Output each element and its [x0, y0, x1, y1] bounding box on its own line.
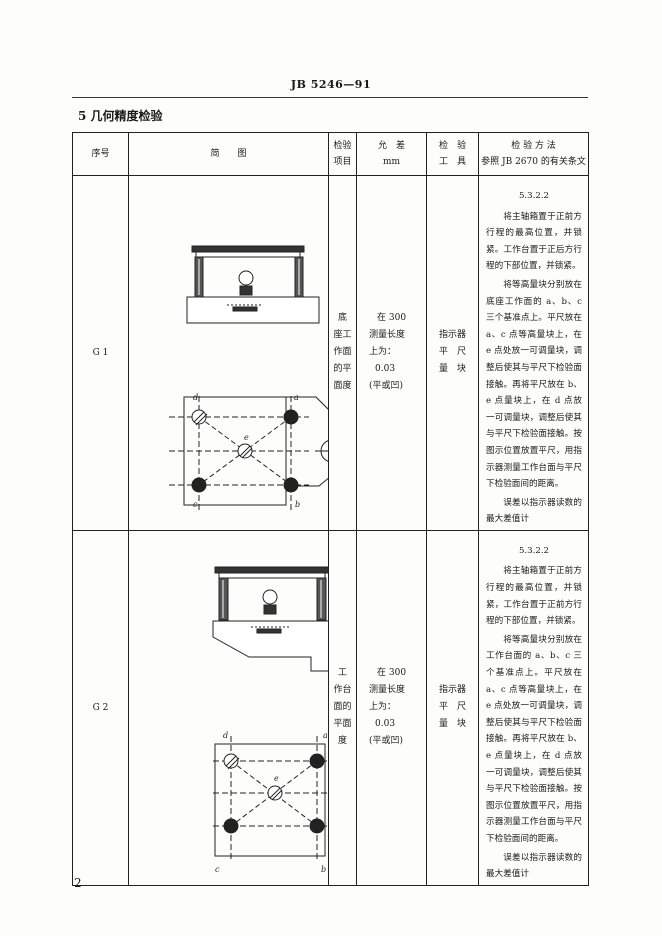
- tolerance-line: 0.03: [375, 364, 396, 375]
- item-line: 座工: [333, 330, 352, 341]
- row-seq: G 2: [72, 529, 129, 886]
- tolerance-line: 测量长度: [369, 330, 406, 341]
- header-diagram: 简 图: [128, 132, 329, 176]
- header-method-line2: 参照 JB 2670 的有关条文: [481, 157, 586, 167]
- row-item: 工 作台 面的 平面 度: [328, 529, 357, 886]
- header-tool: 检 验 工 具: [426, 132, 479, 176]
- tool-line: 指示器: [438, 685, 466, 696]
- table-row-g2: G 2: [72, 529, 589, 886]
- row-item: 底 座工 作面 的平 面度: [328, 175, 357, 531]
- item-line: 底: [337, 313, 347, 324]
- label-b: b: [321, 865, 326, 874]
- side-view: [212, 566, 335, 672]
- header-rule: [72, 97, 588, 98]
- row-tolerance: 在 300 测量长度 上为： 0.03 (平或凹): [356, 175, 427, 531]
- header-tolerance-unit: mm: [382, 157, 401, 167]
- tolerance-line: (平或凹): [369, 736, 404, 747]
- item-line: 的平: [333, 364, 352, 375]
- method-para: 将等高量块分别放在底座工作面的 a、b、c 三个基准点上。平尺放在 a、c 点等…: [486, 279, 582, 490]
- document-header: JB 5246—91: [290, 78, 372, 91]
- side-view: [186, 245, 320, 324]
- tolerance-line: (平或凹): [369, 381, 404, 392]
- table-row-g1: G 1: [72, 175, 589, 531]
- diagram-g1-figure: d a e c b: [169, 245, 351, 510]
- label-d: d: [223, 731, 228, 740]
- method-para: 误差以指示器读数的最大差值计: [486, 852, 582, 880]
- header-method-line1: 检 验 方 法: [511, 141, 556, 151]
- tool-line: 指示器: [438, 330, 466, 341]
- plan-view: [169, 396, 351, 510]
- label-a: a: [323, 731, 328, 740]
- item-line: 平面: [333, 719, 352, 730]
- label-b: b: [295, 500, 300, 509]
- header-tolerance: 允 差 mm: [356, 132, 427, 176]
- row-tool: 指示器 平 尺 量 块: [426, 175, 479, 531]
- method-para: 误差以指示器读数的最大差值计: [486, 497, 582, 525]
- label-e: e: [274, 774, 279, 783]
- tolerance-line: 在 300: [377, 313, 407, 324]
- header-seq: 序号: [72, 132, 129, 176]
- tool-line: 平 尺: [438, 702, 466, 713]
- label-d: d: [193, 393, 198, 402]
- point-labels: d a e c b: [193, 393, 300, 509]
- item-line: 面度: [333, 381, 352, 392]
- item-line: 作台: [333, 685, 352, 696]
- table-header-row: 序号 简 图 检验 项目 允 差 mm 检 验 工 具 检 验 方 法 参照 J…: [72, 132, 589, 176]
- tolerance-line: 在 300: [377, 668, 407, 679]
- method-para: 将等高量块分别放在工作台面的 a、b、c 三个基准点上。平尺放在 a、c 点等高…: [486, 634, 582, 844]
- item-line: 工: [337, 668, 347, 679]
- header-tolerance-line1: 允 差: [377, 141, 405, 151]
- diagram-g1: d a e c b: [128, 175, 351, 531]
- row-tool: 指示器 平 尺 量 块: [426, 529, 479, 886]
- tool-line: 量 块: [438, 719, 466, 730]
- header-item-line2: 项目: [333, 157, 352, 167]
- header-item-line1: 检验: [333, 141, 352, 151]
- section-title: 5 几何精度检验: [78, 109, 163, 123]
- row-seq: G 1: [72, 175, 129, 531]
- inspection-table: 序号 简 图 检验 项目 允 差 mm 检 验 工 具 检 验 方 法 参照 J…: [72, 132, 589, 886]
- row-tolerance: 在 300 测量长度 上为： 0.03 (平或凹): [356, 529, 427, 886]
- tolerance-line: 上为：: [369, 347, 397, 358]
- method-ref: 5.3.2.2: [518, 191, 550, 201]
- label-c: c: [215, 865, 220, 874]
- item-line: 作面: [333, 347, 352, 358]
- plan-view: [213, 735, 345, 861]
- page-number: 2: [74, 876, 82, 890]
- method-para: 将主轴箱置于正前方行程的最高位置，并锁紧。工作台置于正后方行程的下部位置，并锁紧…: [486, 211, 582, 272]
- label-a: a: [294, 393, 299, 402]
- row-method: 5.3.2.2 将主轴箱置于正前方行程的最高位置，并锁紧。工作台置于正后方行程的…: [478, 175, 589, 531]
- label-e: e: [244, 433, 249, 442]
- diagram-g2-figure: d a e c b: [212, 566, 345, 874]
- tool-line: 量 块: [438, 364, 466, 375]
- header-tool-line2: 工 具: [438, 157, 466, 167]
- label-c: c: [193, 500, 198, 509]
- header-item: 检验 项目: [328, 132, 357, 176]
- method-para: 将主轴箱置于正前方行程的最高位置，并锁紧，工作台置于正前方行程的下部位置，并锁紧…: [486, 566, 582, 627]
- header-method: 检 验 方 法 参照 JB 2670 的有关条文: [478, 132, 589, 176]
- point-labels: d a e c b: [215, 731, 328, 874]
- tolerance-line: 测量长度: [369, 685, 406, 696]
- diagram-g2: d a e c b: [128, 529, 345, 886]
- row-method: 5.3.2.2 将主轴箱置于正前方行程的最高位置，并锁紧，工作台置于正前方行程的…: [478, 529, 589, 886]
- tool-line: 平 尺: [438, 347, 466, 358]
- tolerance-line: 上为：: [369, 702, 397, 713]
- tolerance-line: 0.03: [375, 719, 396, 730]
- method-ref: 5.3.2.2: [518, 545, 550, 556]
- header-tool-line1: 检 验: [438, 141, 466, 151]
- item-line: 度: [337, 736, 347, 747]
- item-line: 面的: [333, 702, 352, 713]
